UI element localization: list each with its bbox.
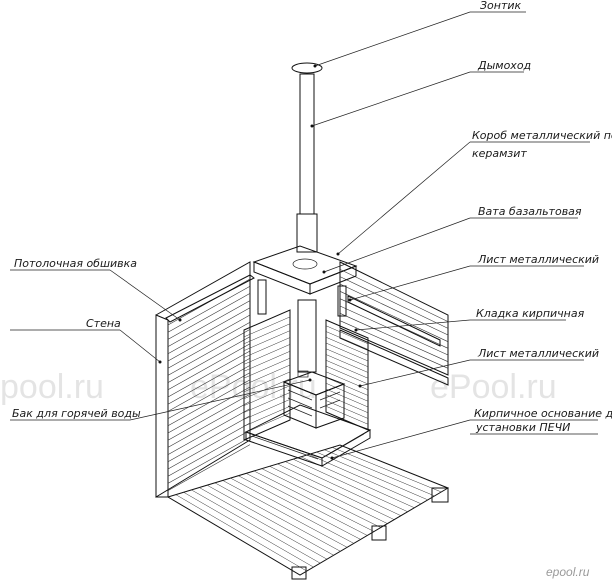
label-brick-base-line1: Кирпичное основание для bbox=[474, 407, 612, 420]
metal-box bbox=[252, 245, 358, 317]
floor-deck bbox=[166, 444, 450, 580]
label-brick-base-line2: установки ПЕЧИ bbox=[475, 421, 570, 434]
stove bbox=[282, 370, 346, 429]
label-brickwork: Кладка кирпичная bbox=[476, 307, 585, 320]
watermark-right: ePool.ru bbox=[430, 368, 557, 406]
label-chimney: Дымоход bbox=[477, 59, 531, 72]
left-wall bbox=[155, 261, 251, 498]
label-umbrella: Зонтик bbox=[480, 0, 522, 12]
label-wall: Стена bbox=[86, 317, 121, 330]
leader-lines bbox=[10, 11, 598, 460]
label-hot-water-tank: Бак для горячей воды bbox=[12, 407, 141, 420]
chimney-pipe bbox=[291, 62, 323, 373]
label-ceiling-trim: Потолочная обшивка bbox=[14, 257, 137, 270]
brick-walls bbox=[243, 309, 369, 441]
label-metal-sheet-bottom: Лист металлический bbox=[477, 347, 599, 360]
label-basalt-wool: Вата базальтовая bbox=[478, 205, 582, 218]
brick-base bbox=[244, 404, 372, 467]
label-metal-box-line1: Короб металлический под bbox=[472, 129, 612, 142]
watermark-left: pool.ru bbox=[0, 368, 104, 406]
label-metal-box-line2: керамзит bbox=[472, 147, 527, 160]
label-metal-sheet-top: Лист металлический bbox=[477, 253, 599, 266]
logo: epool.ru bbox=[546, 565, 590, 579]
